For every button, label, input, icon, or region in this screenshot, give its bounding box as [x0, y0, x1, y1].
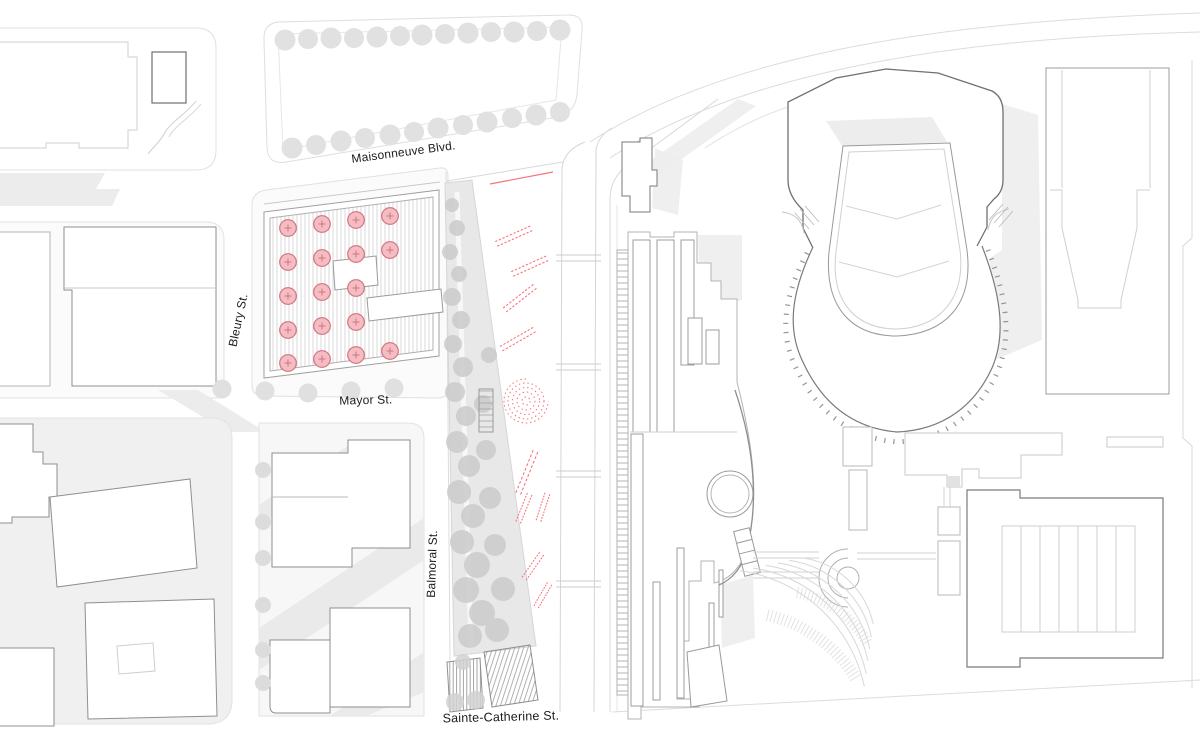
building-footprint	[686, 644, 728, 708]
building-footprint	[151, 51, 187, 104]
shadow	[720, 575, 755, 648]
kiosk	[842, 426, 873, 467]
amphitheater-steps	[740, 557, 874, 687]
tree-row	[274, 19, 571, 159]
stair-ramp	[733, 527, 761, 577]
shadow	[652, 148, 683, 215]
theatre-maisonneuve-building	[1045, 67, 1170, 395]
entry-steps	[794, 203, 1014, 230]
tree-cluster	[446, 654, 485, 711]
red-line	[489, 171, 554, 185]
building-footprint	[904, 432, 1063, 488]
fountain	[818, 548, 860, 608]
road-curve	[589, 12, 1200, 143]
tree-cluster	[442, 198, 515, 648]
road-curve	[609, 31, 1200, 159]
tree-row	[212, 378, 404, 403]
rotunda	[706, 470, 754, 518]
street-label-sainte-catherine: Sainte-Catherine St.	[442, 708, 559, 725]
crosswalk	[556, 254, 601, 588]
kiosk	[937, 540, 961, 596]
skylight-bars	[630, 239, 724, 707]
esplanade	[442, 161, 564, 713]
block-balmoral	[255, 422, 425, 717]
building-footprint	[269, 639, 331, 714]
block-left-middle	[0, 221, 266, 432]
balcony-line	[838, 260, 950, 278]
building-footprint	[1106, 436, 1164, 448]
building-footprint	[1045, 67, 1170, 395]
building-footprint	[49, 478, 198, 588]
shadow	[259, 518, 424, 670]
pavilion-block	[212, 167, 449, 403]
museum-building	[616, 231, 761, 720]
building-footprint	[84, 598, 218, 720]
theater-wilfrid-pelletier	[781, 68, 1014, 445]
roof-opening	[366, 288, 444, 322]
street-label-balmoral: Balmoral St.	[424, 530, 440, 598]
building-footprint	[0, 423, 58, 524]
auditorium-fan	[827, 142, 969, 337]
path-curve	[147, 100, 197, 155]
block-bottom-left	[0, 417, 233, 727]
building-footprint	[966, 489, 1164, 668]
bottom-right-buildings	[904, 432, 1164, 668]
shadow	[925, 80, 1042, 362]
shadow	[0, 173, 120, 206]
walkway-lines	[753, 487, 951, 579]
street-label-bleury: Bleury St.	[226, 292, 251, 348]
maisonneuve-median-strip	[263, 14, 583, 163]
building-footprint	[0, 231, 51, 387]
kiosk	[937, 506, 961, 536]
street-label-mayor: Mayor St.	[339, 392, 393, 407]
skylight-roof	[1001, 525, 1136, 633]
shadow	[158, 390, 266, 432]
street-jeanne-mance	[556, 127, 613, 713]
building-footprint	[271, 439, 411, 568]
auditorium-outline	[1050, 189, 1150, 309]
building-footprint	[621, 137, 658, 213]
kiosk	[848, 469, 868, 531]
block-top-left	[0, 27, 217, 206]
building-footprint	[63, 226, 217, 387]
colonnade-strip	[616, 249, 629, 696]
stair-ramp	[478, 388, 494, 433]
red-event-markings	[489, 171, 554, 609]
place-des-arts-block	[589, 12, 1200, 720]
plaza-elements	[740, 426, 961, 687]
spiral-marker	[503, 378, 549, 424]
building-footprint	[0, 41, 138, 149]
stairs	[483, 644, 539, 708]
balcony-line	[845, 204, 942, 220]
building-footprint	[0, 647, 55, 727]
building-footprint	[329, 607, 411, 708]
shadow	[826, 117, 947, 147]
tree-row	[255, 462, 271, 691]
